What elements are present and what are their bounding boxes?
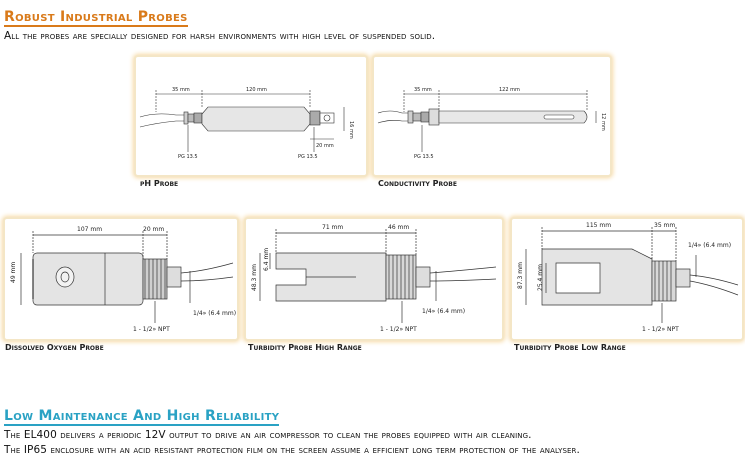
th-dim-46: 46 mm — [388, 224, 409, 231]
turbidity-high-probe-drawing: 71 mm 46 mm 48.3 mm 6.4 mm 1/4» (6.4 mm)… — [251, 224, 497, 333]
section-title-maintenance: Low Maintenance And High Reliability — [4, 408, 280, 426]
dissolved-oxygen-probe-card: 107 mm 20 mm 49 mm 1/4» (6.4 mm) 1 - 1/2… — [5, 219, 237, 339]
cond-dim-122: 122 mm — [499, 87, 520, 93]
tl-dim-quarter: 1/4» (6.4 mm) — [688, 242, 731, 249]
cond-dim-12: 12 mm — [600, 113, 606, 131]
th-dim-quarter: 1/4» (6.4 mm) — [422, 308, 465, 315]
th-dim-71: 71 mm — [322, 224, 343, 231]
turbidity-low-probe-card: 115 mm 35 mm 87.3 mm 25.4 mm 1/4» (6.4 m… — [512, 219, 742, 339]
maintenance-line-2: The IP65 enclosure with an acid resistan… — [4, 444, 580, 456]
do-dim-quarter: 1/4» (6.4 mm) — [193, 310, 236, 317]
tl-label-npt: 1 - 1/2» NPT — [642, 326, 679, 333]
dissolved-oxygen-probe-caption: Dissolved Oxygen Probe — [5, 343, 104, 352]
th-dim-48: 48.3 mm — [251, 264, 258, 291]
ph-label-pg2: PG 13.5 — [298, 154, 318, 160]
cond-dim-35: 35 mm — [414, 87, 432, 93]
ph-dim-20: 20 mm — [316, 143, 334, 149]
th-label-npt: 1 - 1/2» NPT — [380, 326, 417, 333]
tl-dim-115: 115 mm — [586, 222, 611, 229]
section-subtitle-probes: All the probes are specially designed fo… — [4, 30, 436, 42]
ph-probe-card: 35 mm 120 mm 20 mm 16 mm PG 13.5 PG 13.5 — [136, 57, 366, 175]
do-label-npt: 1 - 1/2» NPT — [133, 326, 170, 333]
do-dim-20: 20 mm — [143, 226, 164, 233]
turbidity-high-probe-card: 71 mm 46 mm 48.3 mm 6.4 mm 1/4» (6.4 mm)… — [246, 219, 502, 339]
do-dim-107: 107 mm — [77, 226, 102, 233]
ph-probe-drawing: 35 mm 120 mm 20 mm 16 mm PG 13.5 PG 13.5 — [139, 87, 354, 160]
conductivity-probe-drawing: 35 mm 122 mm 12 mm PG 13.5 — [377, 87, 606, 160]
th-dim-6-4: 6.4 mm — [263, 248, 270, 271]
turbidity-high-probe-caption: Turbidity Probe High Range — [248, 343, 362, 352]
tl-dim-25: 25.4 mm — [537, 264, 544, 291]
ph-label-pg1: PG 13.5 — [178, 154, 198, 160]
conductivity-probe-card: 35 mm 122 mm 12 mm PG 13.5 — [374, 57, 610, 175]
cond-label-pg: PG 13.5 — [414, 154, 434, 160]
ph-dim-35: 35 mm — [172, 87, 190, 93]
ph-dim-16: 16 mm — [348, 121, 354, 139]
ph-probe-caption: pH Probe — [140, 179, 179, 188]
conductivity-probe-caption: Conductivity Probe — [378, 179, 457, 188]
maintenance-line-1: The EL400 delivers a periodic 12V output… — [4, 429, 532, 441]
section-title-probes: Robust Industrial Probes — [4, 9, 188, 27]
dissolved-oxygen-probe-drawing: 107 mm 20 mm 49 mm 1/4» (6.4 mm) 1 - 1/2… — [10, 226, 236, 333]
turbidity-low-probe-drawing: 115 mm 35 mm 87.3 mm 25.4 mm 1/4» (6.4 m… — [517, 222, 739, 333]
turbidity-low-probe-caption: Turbidity Probe Low Range — [514, 343, 626, 352]
tl-dim-87: 87.3 mm — [517, 262, 524, 289]
do-dim-49: 49 mm — [10, 262, 17, 283]
tl-dim-35: 35 mm — [654, 222, 675, 229]
ph-dim-120: 120 mm — [246, 87, 267, 93]
